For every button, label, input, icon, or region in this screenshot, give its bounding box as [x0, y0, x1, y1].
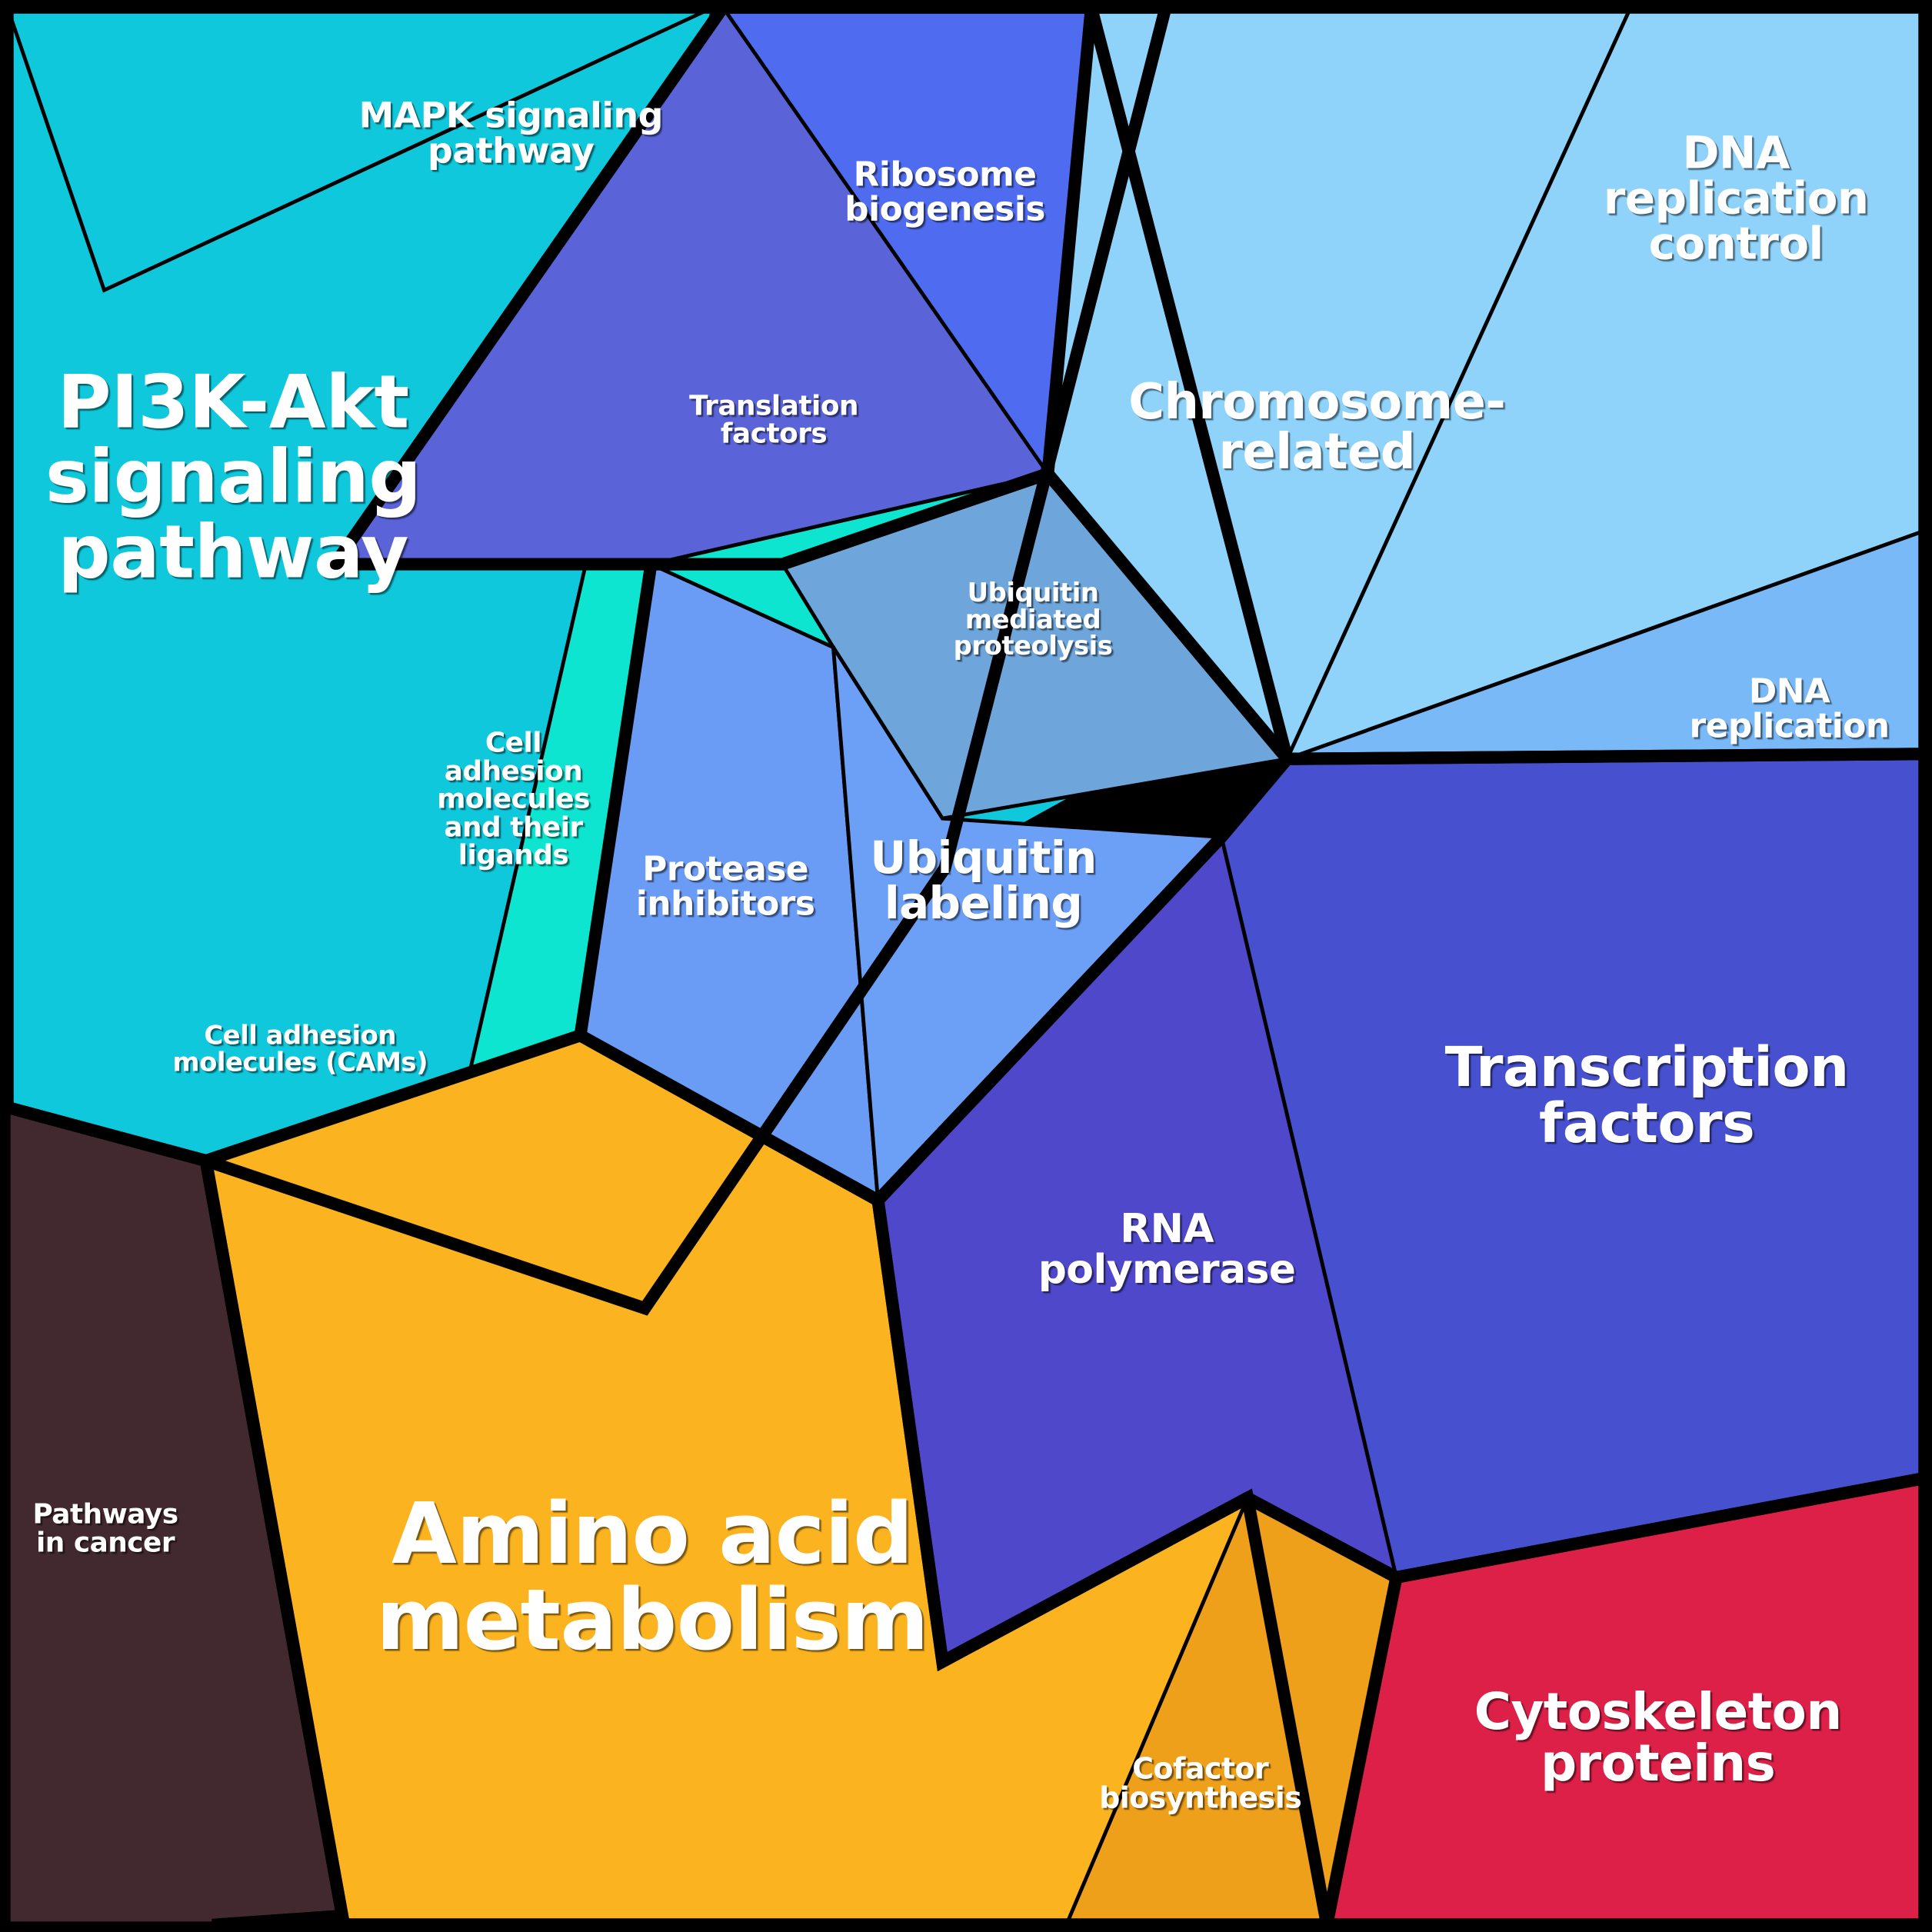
voronoi-cells-group [5, 4, 1927, 1927]
